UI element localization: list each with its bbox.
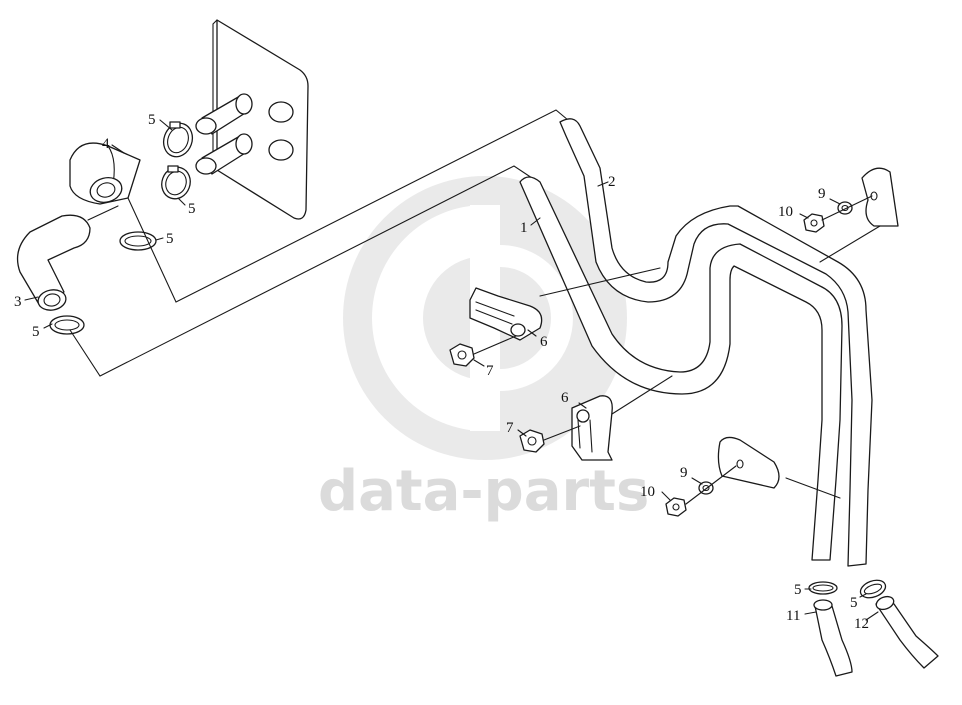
hose-clamp-5e — [808, 581, 838, 595]
callout-6b: 6 — [561, 390, 569, 406]
callout-labels: 1 2 3 4 5 5 5 5 5 5 6 6 7 7 9 9 10 10 11… — [14, 112, 869, 632]
mounting-plate — [212, 19, 309, 220]
callout-9a: 9 — [818, 186, 826, 202]
callout-5a: 5 — [148, 112, 156, 128]
hose-clamp-5c — [119, 231, 157, 251]
callout-7b: 7 — [506, 420, 514, 436]
bent-hose-3 — [16, 214, 91, 311]
spigot-lower — [195, 133, 253, 175]
hose-clamp-5d — [49, 315, 85, 335]
callout-12: 12 — [854, 616, 869, 632]
hose-clamp-5b — [161, 165, 191, 200]
callout-1: 1 — [520, 220, 528, 236]
callout-9b: 9 — [680, 465, 688, 481]
callout-leaders — [24, 119, 879, 621]
callout-4: 4 — [102, 136, 110, 152]
spigot-upper — [195, 93, 253, 135]
callout-5f: 5 — [850, 595, 858, 611]
callout-7a: 7 — [486, 363, 494, 379]
callout-11: 11 — [786, 608, 800, 624]
callout-10a: 10 — [778, 204, 793, 220]
callout-3: 3 — [14, 294, 22, 310]
callout-2: 2 — [608, 174, 616, 190]
callout-5e: 5 — [794, 582, 802, 598]
callout-5b: 5 — [188, 201, 196, 217]
saddle-bracket-lower — [717, 436, 841, 499]
assembly-lines — [69, 109, 569, 377]
callout-5c: 5 — [166, 231, 174, 247]
hose-11 — [813, 599, 853, 677]
callout-6a: 6 — [540, 334, 548, 350]
nut-10-upper — [803, 195, 873, 233]
bracket-6-upper — [469, 267, 661, 341]
hose-12 — [875, 595, 939, 669]
callout-10b: 10 — [640, 484, 655, 500]
hose-clamp-5f — [859, 579, 887, 599]
watermark-text: data-parts — [318, 459, 649, 524]
hose-clamp-5a — [162, 121, 194, 158]
callout-5d: 5 — [32, 324, 40, 340]
nut-7-upper — [449, 335, 517, 367]
elbow-hose-4 — [69, 142, 141, 205]
pipe-1 — [519, 176, 843, 561]
bracket-6-lower — [571, 375, 673, 461]
saddle-bracket-upper — [819, 167, 899, 263]
nut-10-lower — [665, 465, 737, 517]
